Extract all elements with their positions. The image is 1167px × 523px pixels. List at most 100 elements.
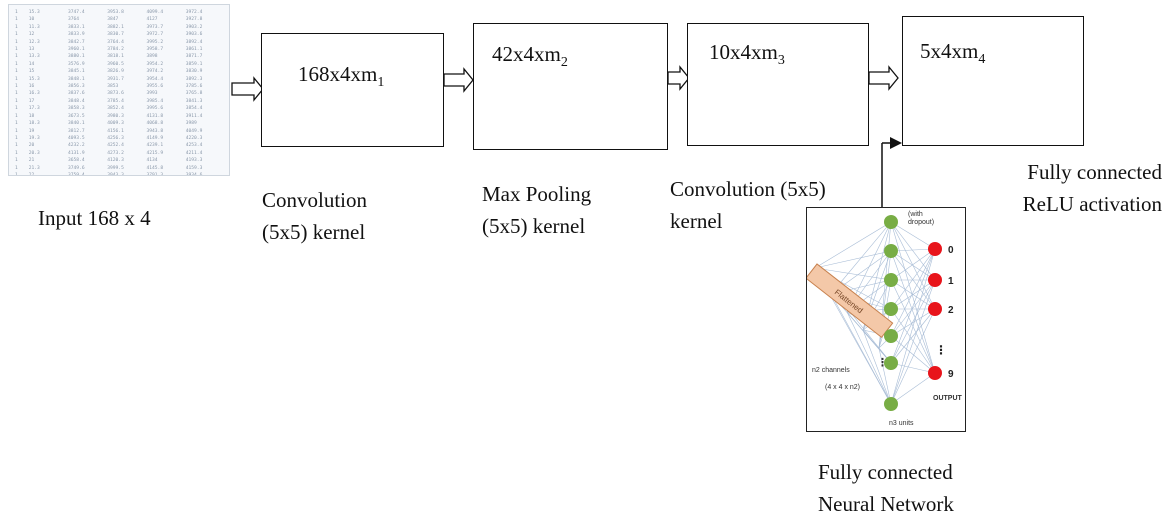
connection-line <box>890 335 936 374</box>
hidden-neuron <box>884 244 898 258</box>
hidden-neuron <box>884 302 898 316</box>
connection-line <box>890 248 936 364</box>
connection-line <box>890 221 936 281</box>
conv2-block: 10x4xm3 <box>687 23 869 146</box>
output-neuron <box>928 366 942 380</box>
output-class-label: 9 <box>948 369 954 380</box>
connection-line <box>890 308 936 374</box>
hidden-neuron <box>884 397 898 411</box>
connection-line <box>890 248 936 337</box>
connection-line <box>814 267 892 281</box>
output-neuron <box>928 273 942 287</box>
connection-line <box>890 279 936 364</box>
connection-line <box>846 311 892 405</box>
hidden-neuron <box>884 273 898 287</box>
connection-line <box>862 329 892 405</box>
input-caption: Input 168 x 4 <box>38 206 151 230</box>
dropout-label-line1: (with <box>908 211 923 218</box>
hidden-neuron <box>884 356 898 370</box>
arrow-conv2-to-fc <box>868 65 899 91</box>
fc-block-label: 5x4xm4 <box>920 39 986 68</box>
connector-arrowhead <box>890 137 902 149</box>
hidden-layer <box>884 215 898 411</box>
output-ellipsis: ⋮ <box>935 343 947 357</box>
connection-line <box>890 308 936 405</box>
fc-caption: Fully connected ReLU activation <box>1022 160 1162 216</box>
conv2-block-label: 10x4xm3 <box>709 40 785 69</box>
connection-line <box>814 250 892 269</box>
network-connections <box>814 221 936 405</box>
channels-label-line2: (4 x 4 x n2) <box>825 384 860 391</box>
pool-caption: Max Pooling (5x5) kernel <box>482 182 592 238</box>
hidden-neuron <box>884 215 898 229</box>
output-neuron <box>928 242 942 256</box>
connection-line <box>878 347 892 405</box>
connection-line <box>890 248 936 252</box>
arrow-pool-to-conv2 <box>667 65 690 91</box>
hidden-neuron <box>884 329 898 343</box>
fc-block: 5x4xm4 <box>902 16 1084 146</box>
connection-line <box>890 308 936 337</box>
output-class-label: 0 <box>948 245 954 256</box>
output-title: OUTPUT <box>933 395 963 402</box>
conv2-caption: Convolution (5x5) kernel <box>670 177 826 233</box>
connection-line <box>890 221 936 374</box>
connection-line <box>890 248 936 281</box>
connection-line <box>890 308 936 364</box>
hidden-ellipsis: ⋮ <box>877 357 888 369</box>
connection-line <box>890 248 936 310</box>
connection-line <box>830 221 892 295</box>
pool-block: 42x4xm2 <box>473 23 668 150</box>
dropout-label-line2: dropout) <box>908 219 934 226</box>
arrow-input-to-conv1 <box>231 76 264 102</box>
connection-line <box>890 279 936 405</box>
arrow-conv1-to-pool <box>443 67 474 93</box>
connection-line <box>890 250 936 374</box>
output-layer: 0 1 2 9 <box>928 242 954 380</box>
output-class-label: 1 <box>948 276 954 287</box>
network-caption: Fully connected Neural Network <box>818 460 954 516</box>
neural-network-diagram: Flattened ⋮ 0 1 2 9 ⋮ (with dropout) n2 cha… <box>805 207 966 432</box>
connection-line <box>890 279 936 337</box>
conv1-caption: Convolution (5x5) kernel <box>262 188 368 244</box>
channels-label-line1: n2 channels <box>812 367 850 374</box>
connection-line <box>890 221 936 250</box>
connection-line <box>890 362 936 374</box>
output-neuron <box>928 302 942 316</box>
output-class-label: 2 <box>948 305 954 316</box>
connection-line <box>830 293 892 405</box>
flattened-layer: Flattened <box>805 263 894 338</box>
connection-line <box>890 279 936 310</box>
connection-line <box>890 372 936 405</box>
conv1-block: 168x4xm1 <box>261 33 444 147</box>
conv1-block-label: 168x4xm1 <box>298 62 385 91</box>
connection-line <box>814 221 892 269</box>
neural-network-svg: Flattened ⋮ 0 1 2 9 ⋮ (with dropout) n2 cha… <box>805 211 963 427</box>
units-label: n3 units <box>889 420 914 427</box>
